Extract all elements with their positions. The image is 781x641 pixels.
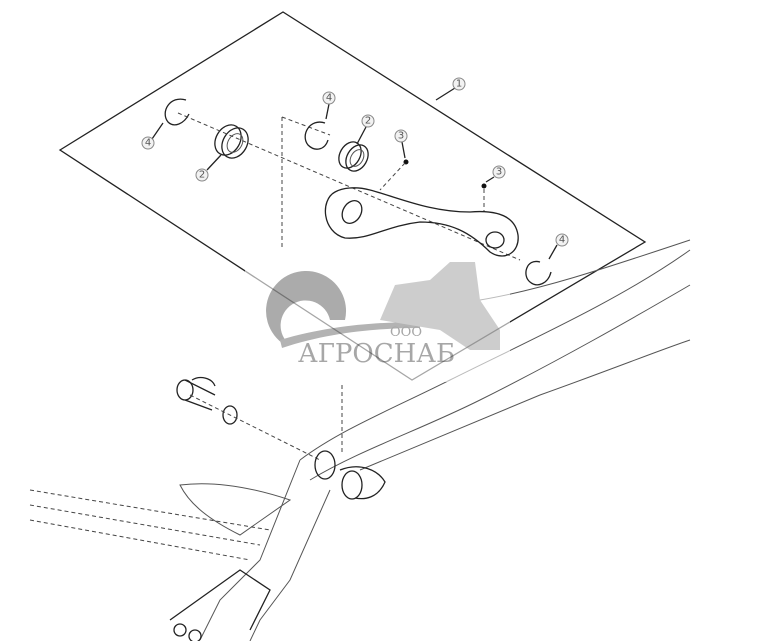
snap-ring: [525, 260, 552, 286]
svg-text:3: 3: [398, 131, 404, 142]
agrosnab-watermark-logo: ООО АГРОСНАБ: [245, 262, 510, 382]
grease-fitting: [481, 183, 487, 189]
mounting-pin: [176, 376, 238, 425]
svg-text:ООО: ООО: [390, 325, 422, 340]
callout-4: 4: [322, 91, 336, 105]
callout-3: 3: [492, 165, 506, 179]
svg-text:4: 4: [326, 93, 332, 104]
svg-text:4: 4: [145, 138, 151, 149]
snap-ring: [304, 121, 329, 150]
svg-text:4: 4: [559, 235, 565, 246]
combine-harvester-icon: [380, 262, 500, 350]
callout-2: 2: [361, 114, 375, 128]
callout-4: 4: [555, 233, 569, 247]
link-arm: [324, 187, 519, 257]
svg-text:1: 1: [456, 79, 462, 90]
svg-text:АГРОСНАБ: АГРОСНАБ: [298, 339, 455, 369]
svg-text:2: 2: [199, 170, 205, 181]
bearing: [214, 124, 249, 159]
callout-2: 2: [195, 168, 209, 182]
callout-3: 3: [394, 129, 408, 143]
callout-1: 1: [452, 77, 466, 91]
snap-ring: [164, 98, 190, 126]
svg-text:3: 3: [496, 167, 502, 178]
callout-4: 4: [141, 136, 155, 150]
gear-icon: [266, 270, 347, 345]
bearing: [338, 141, 369, 172]
svg-text:2: 2: [365, 116, 371, 127]
